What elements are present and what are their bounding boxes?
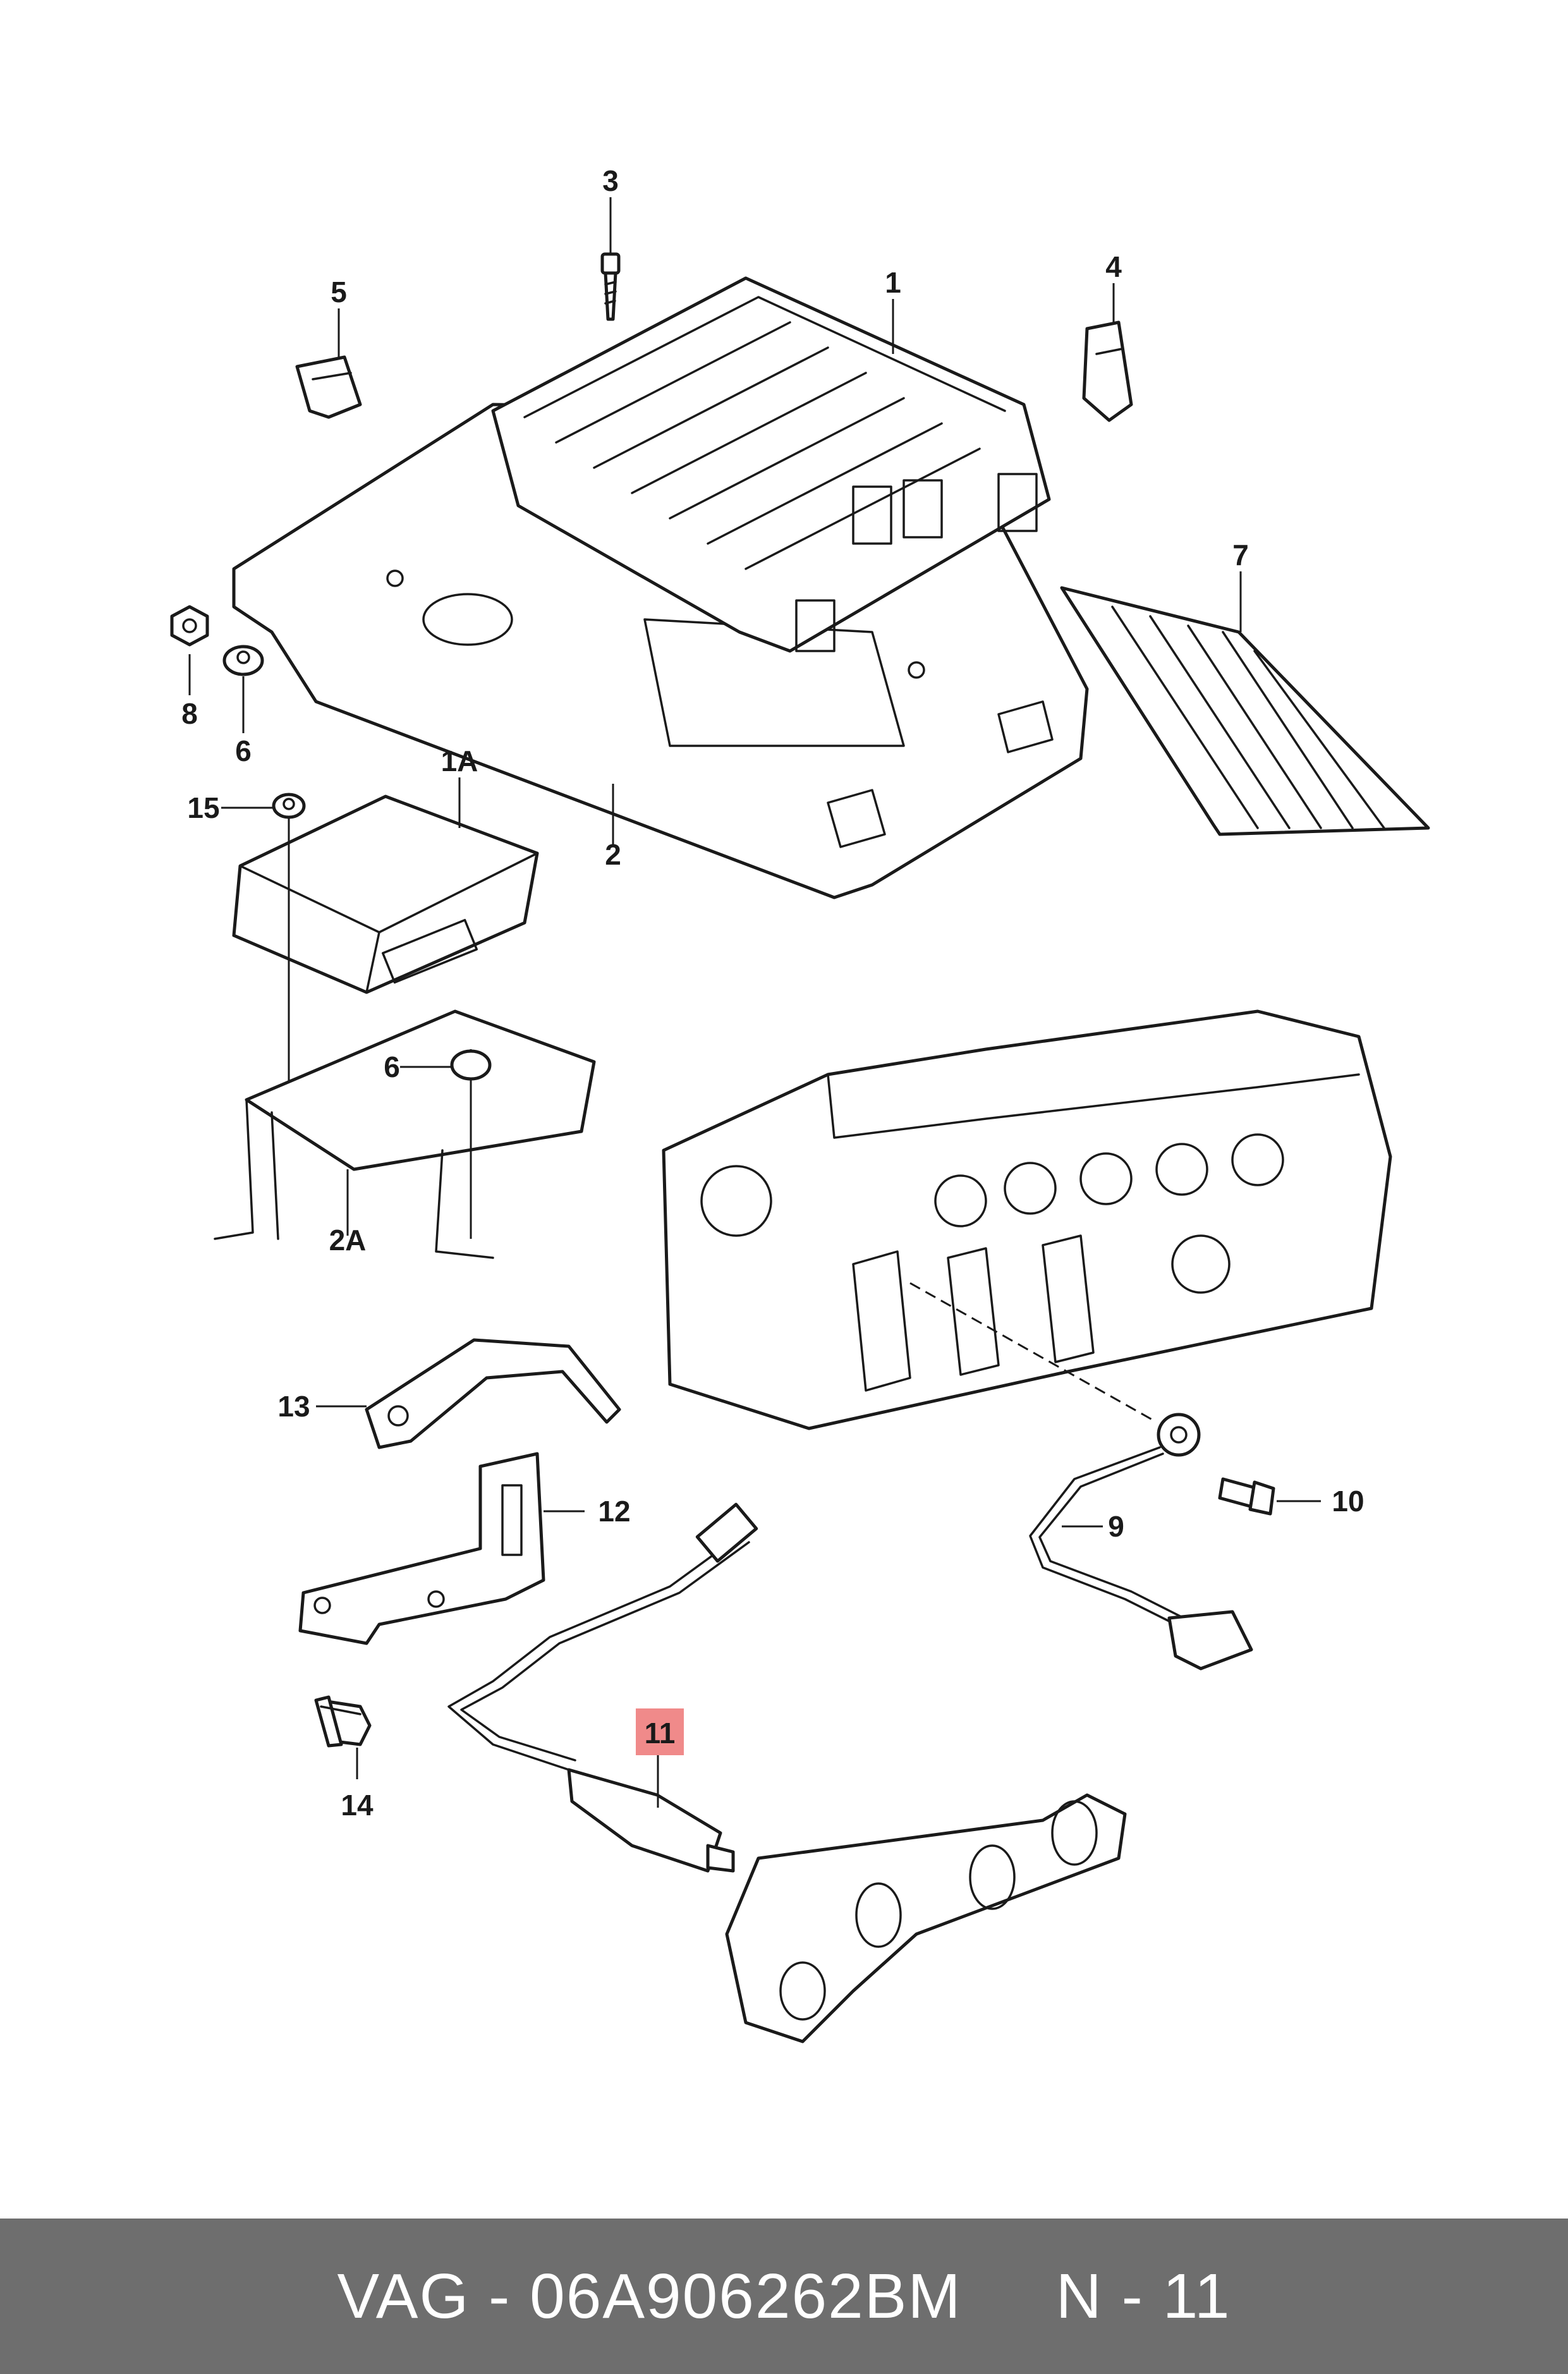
label-13: 13 xyxy=(277,1390,310,1423)
label-12: 12 xyxy=(598,1495,630,1528)
label-10: 10 xyxy=(1332,1485,1364,1518)
label-1A: 1A xyxy=(441,745,478,777)
exhaust-manifold xyxy=(725,1793,1127,2043)
footer-bar: VAG - 06A906262BM N - 11 xyxy=(0,2219,1568,2374)
label-14: 14 xyxy=(341,1789,374,1822)
bracket-part-2A xyxy=(214,1009,596,1259)
bracket-part-12 xyxy=(298,1452,545,1645)
label-6-bottom: 6 xyxy=(384,1050,400,1083)
clip-part-5 xyxy=(295,355,362,419)
clip-part-4 xyxy=(1082,320,1133,422)
grille-part-7 xyxy=(1060,586,1430,836)
label-1: 1 xyxy=(885,266,901,299)
label-11: 11 xyxy=(645,1717,676,1750)
screw-part-3 xyxy=(600,252,621,321)
control-unit-part-1 xyxy=(491,276,1051,653)
ecu-part-1A xyxy=(232,794,539,994)
label-2A: 2A xyxy=(329,1224,367,1257)
callout-labels: 3 1 4 5 7 8 6 1A 15 2 6 2A 13 10 12 9 11… xyxy=(181,164,1364,1822)
cylinder-head xyxy=(662,1009,1392,1430)
label-7: 7 xyxy=(1232,539,1249,571)
highlight-part-11 xyxy=(636,1708,684,1755)
bracket-part-13 xyxy=(365,1338,621,1449)
bolt-part-14 xyxy=(314,1695,372,1748)
nut-part-6-top xyxy=(222,645,264,676)
knock-sensor-part-9 xyxy=(1029,1413,1253,1671)
label-2: 2 xyxy=(605,838,621,871)
label-15: 15 xyxy=(187,791,219,824)
label-8: 8 xyxy=(181,697,198,730)
leader-lines xyxy=(188,197,1321,1808)
label-3: 3 xyxy=(602,164,619,197)
bolt-part-10 xyxy=(1218,1477,1275,1516)
label-9: 9 xyxy=(1108,1510,1124,1543)
label-4: 4 xyxy=(1105,250,1122,283)
parts-diagram: 3 1 4 5 7 8 6 1A 15 2 6 2A 13 10 12 9 11… xyxy=(170,164,1430,2043)
nut-part-15 xyxy=(272,793,306,1087)
label-6-top: 6 xyxy=(235,734,252,767)
lambda-sensor-part-11 xyxy=(447,1502,758,1873)
nut-part-8 xyxy=(170,605,209,647)
label-5: 5 xyxy=(331,276,347,308)
part-number-caption: VAG - 06A906262BM N - 11 xyxy=(337,2260,1231,2332)
